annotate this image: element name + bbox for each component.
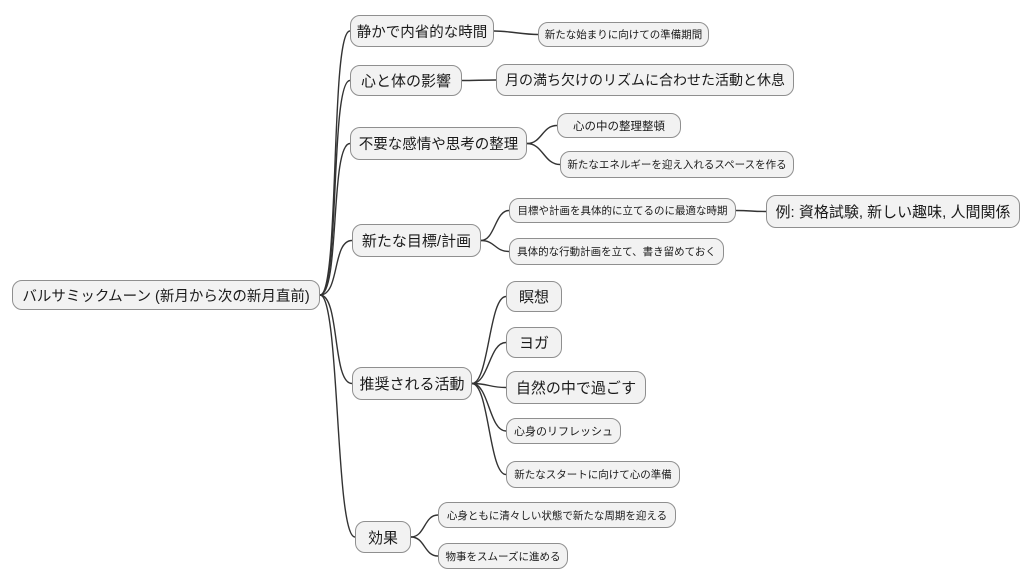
- node-moon-rhythm-activity-rest: 月の満ち欠けのリズムに合わせた活動と休息: [496, 64, 794, 96]
- node-spend-time-in-nature: 自然の中で過ごす: [506, 371, 646, 404]
- node-mind-body-effects: 心と体の影響: [350, 65, 462, 96]
- node-write-down-action-plan: 具体的な行動計画を立て、書き留めておく: [509, 238, 724, 265]
- connector: [471, 341, 507, 385]
- connector: [471, 382, 507, 432]
- connector: [526, 124, 558, 145]
- connector: [319, 142, 351, 296]
- node-new-goals-plans: 新たな目標/計画: [352, 224, 481, 257]
- node-preparation-period: 新たな始まりに向けての準備期間: [538, 22, 709, 47]
- connector: [471, 382, 507, 389]
- node-smooth-progress: 物事をスムーズに進める: [438, 543, 568, 569]
- connector: [526, 142, 561, 166]
- node-quiet-introspective-time: 静かで内省的な時間: [350, 15, 494, 47]
- connector: [461, 79, 497, 82]
- connector: [735, 209, 767, 213]
- connector: [319, 294, 356, 538]
- node-best-timing-for-goals: 目標や計画を具体的に立てるのに最適な時期: [509, 198, 736, 223]
- node-mental-organizing: 心の中の整理整頓: [557, 113, 681, 138]
- connector: [410, 536, 439, 557]
- connector: [471, 295, 507, 385]
- node-root: バルサミックムーン (新月から次の新月直前): [12, 280, 320, 310]
- node-meditation: 瞑想: [506, 281, 562, 312]
- node-mind-body-refresh: 心身のリフレッシュ: [506, 418, 621, 444]
- node-goal-examples: 例: 資格試験, 新しい趣味, 人間関係: [766, 195, 1020, 228]
- connector: [493, 30, 539, 36]
- node-yoga: ヨガ: [506, 327, 562, 358]
- connector: [319, 79, 351, 296]
- node-make-space-new-energy: 新たなエネルギーを迎え入れるスペースを作る: [560, 151, 794, 178]
- connector: [480, 239, 510, 253]
- node-recommended-activities: 推奨される活動: [352, 367, 472, 400]
- node-effects: 効果: [355, 521, 411, 553]
- connector: [319, 294, 353, 385]
- node-fresh-new-cycle: 心身ともに清々しい状態で新たな周期を迎える: [438, 502, 676, 528]
- connector: [471, 382, 507, 476]
- node-emotion-thought-decluttering: 不要な感情や思考の整理: [350, 127, 527, 160]
- connector: [319, 30, 351, 296]
- connector: [410, 514, 439, 538]
- connector: [319, 239, 353, 296]
- connector: [480, 209, 510, 242]
- node-prepare-heart-new-start: 新たなスタートに向けて心の準備: [506, 461, 680, 488]
